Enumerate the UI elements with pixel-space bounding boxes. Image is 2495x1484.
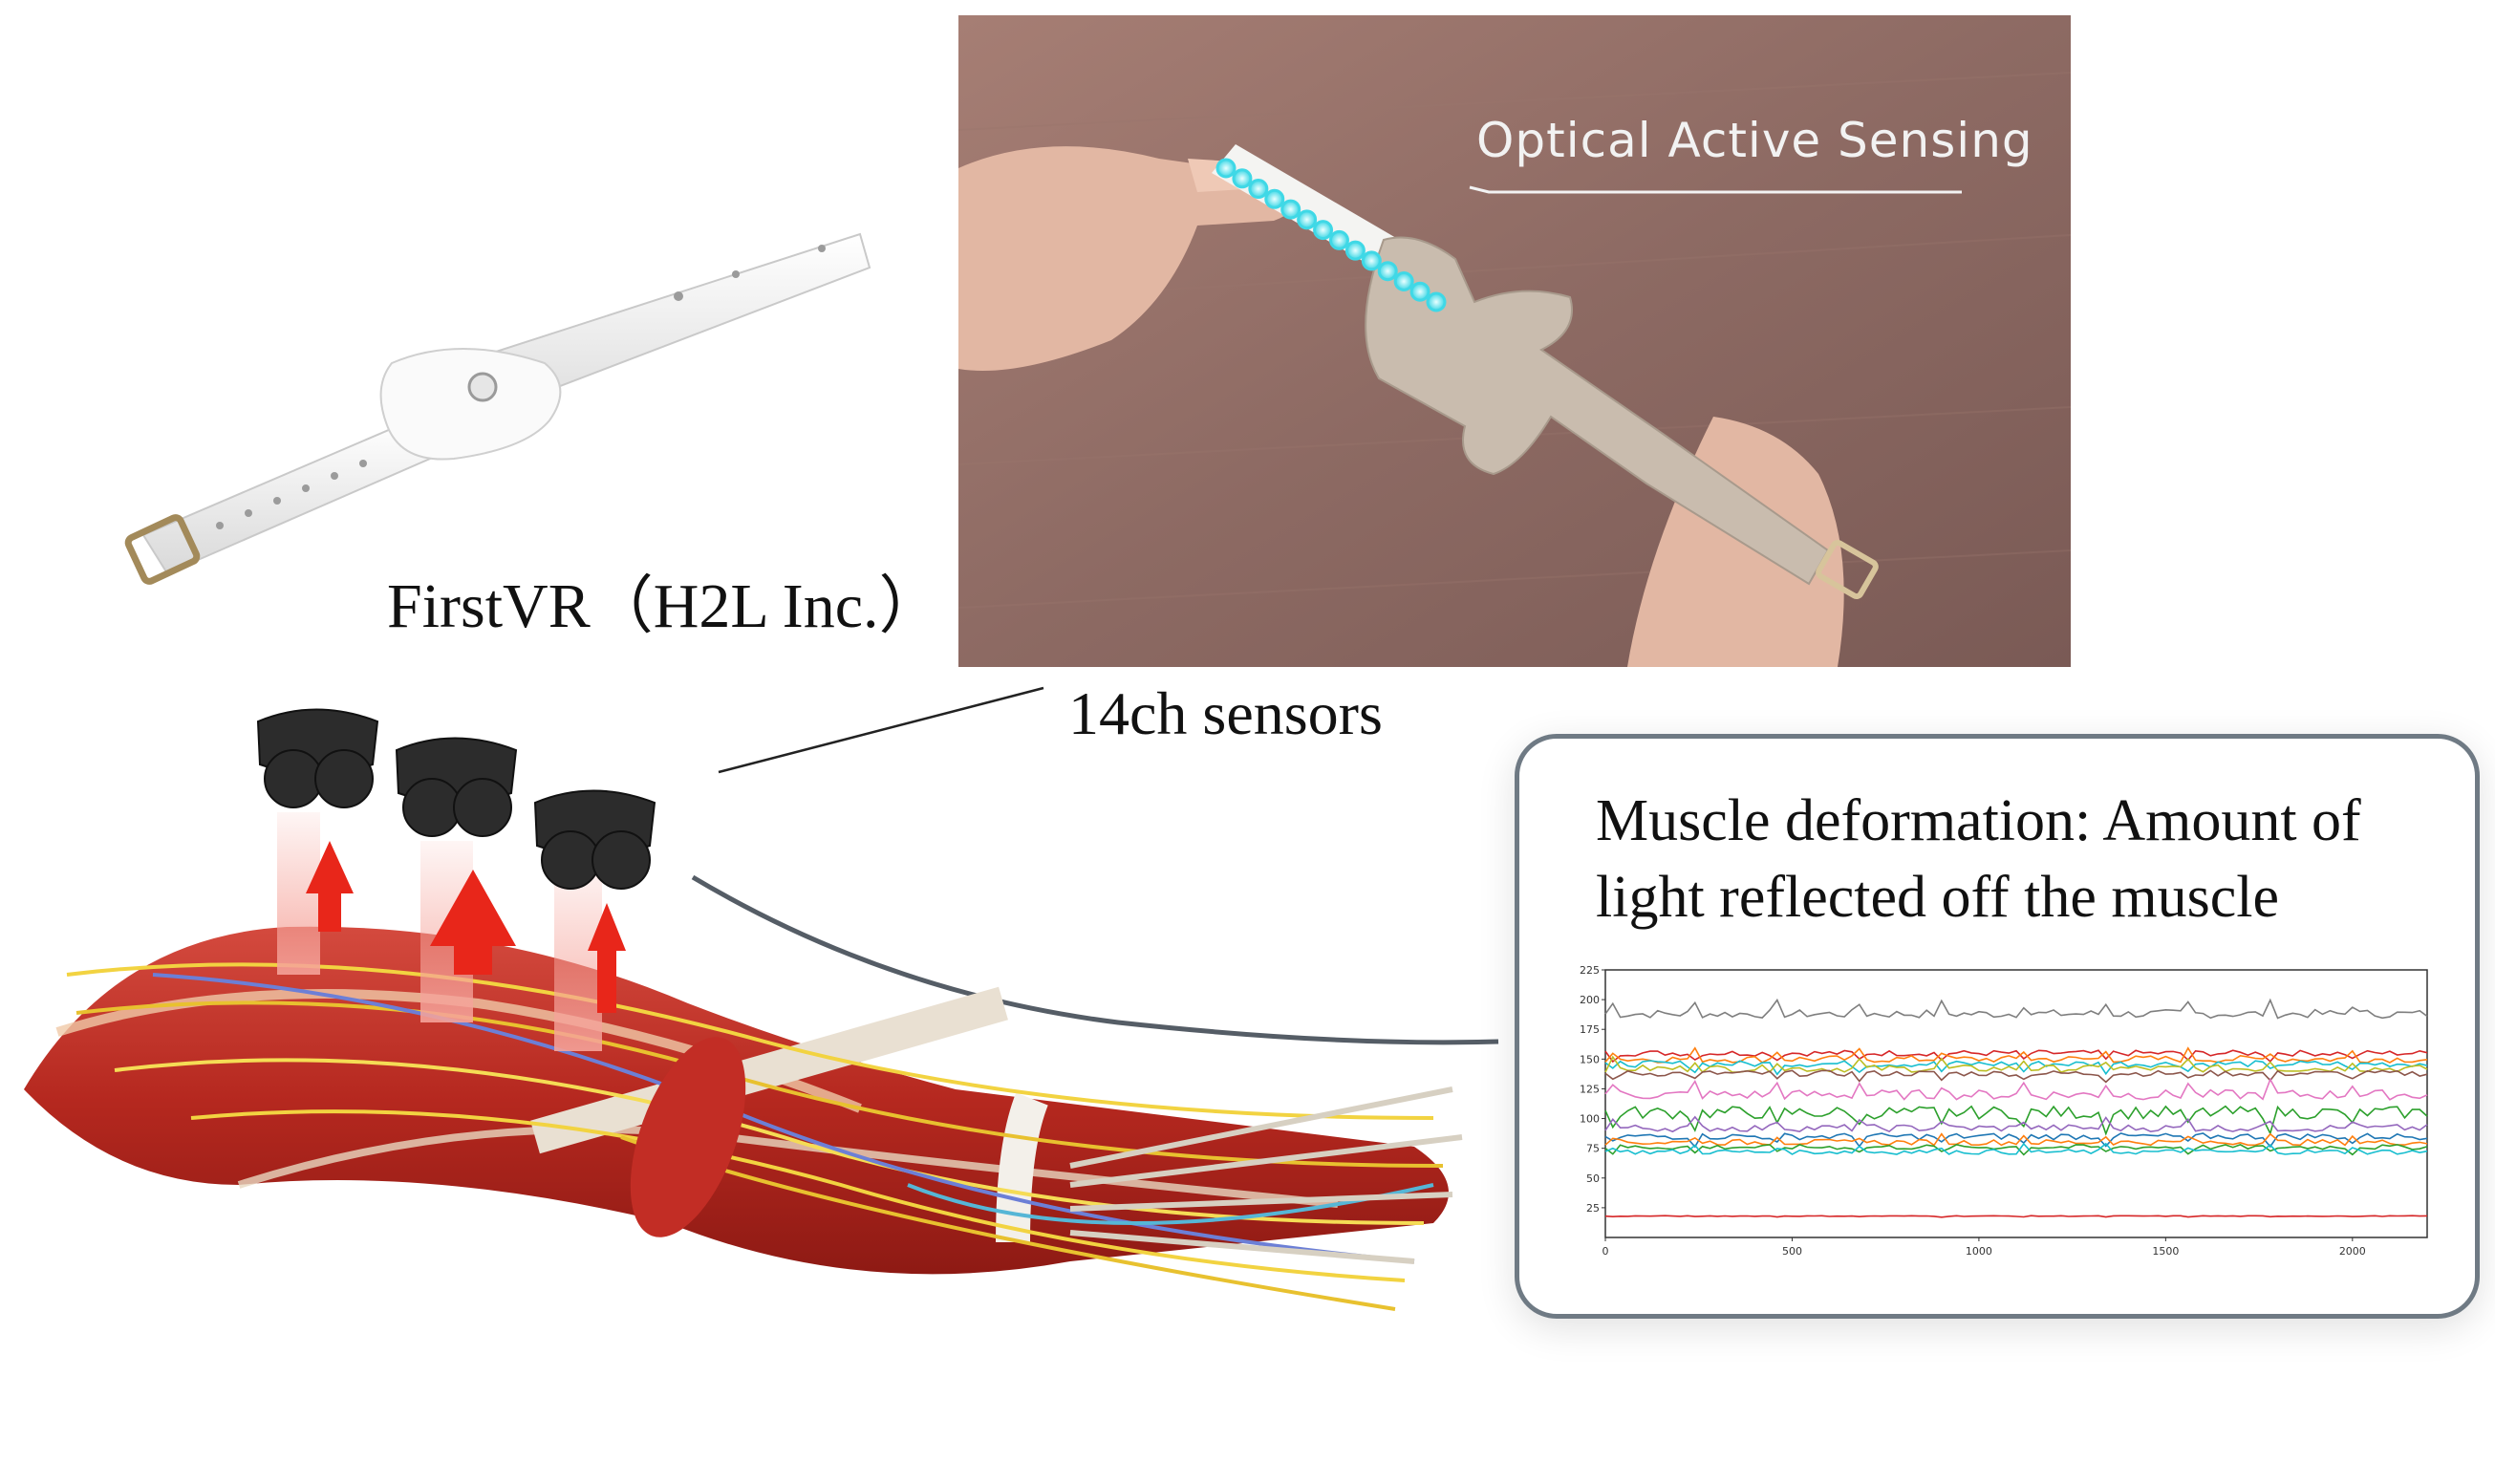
series-line bbox=[1604, 1077, 2428, 1101]
series-line bbox=[1604, 998, 2428, 1020]
y-tick-label: 75 bbox=[1586, 1143, 1600, 1155]
x-tick-label: 1000 bbox=[1966, 1245, 1992, 1258]
led-sensor bbox=[1280, 199, 1301, 220]
led-sensor bbox=[1264, 188, 1285, 209]
sensor-count-label: 14ch sensors bbox=[1068, 679, 1383, 747]
led-sensor bbox=[1313, 220, 1334, 241]
led-sensor bbox=[1328, 229, 1349, 250]
x-tick-label: 500 bbox=[1782, 1245, 1802, 1258]
y-tick-label: 225 bbox=[1580, 964, 1600, 977]
y-tick-label: 50 bbox=[1586, 1172, 1600, 1185]
photo-caption: Optical Active Sensing bbox=[1476, 113, 2033, 168]
firstvr-wristband-image bbox=[124, 232, 871, 585]
series-line bbox=[1604, 1105, 2428, 1136]
led-sensor bbox=[1409, 281, 1430, 302]
led-sensor bbox=[1426, 291, 1447, 312]
led-sensor bbox=[1361, 250, 1382, 271]
led-sensor-row bbox=[1215, 158, 1447, 312]
series-lines bbox=[1604, 998, 2428, 1218]
hands-holding-band-photo bbox=[958, 15, 2071, 667]
led-sensor bbox=[1215, 158, 1237, 179]
y-tick-label: 25 bbox=[1586, 1202, 1600, 1215]
series-line bbox=[1604, 1060, 2428, 1076]
muscle-deformation-callout: Muscle deformation: Amount of light refl… bbox=[1515, 734, 2480, 1319]
led-sensor bbox=[1344, 240, 1366, 261]
led-sensor bbox=[1297, 209, 1318, 230]
series-line bbox=[1604, 1115, 2428, 1133]
series-line bbox=[1604, 1132, 2428, 1149]
y-tick-label: 100 bbox=[1580, 1113, 1600, 1126]
led-sensor bbox=[1232, 168, 1253, 189]
series-line bbox=[1604, 1132, 2428, 1147]
plot-frame bbox=[1604, 969, 2428, 1238]
reflected-light-line-chart: 25 50 75 100 125 150 175 200 225 0 500 1000 1500 200… bbox=[1580, 964, 2428, 1258]
x-tick-label: 1500 bbox=[2152, 1245, 2179, 1258]
led-sensor bbox=[1248, 179, 1269, 200]
product-label: FirstVR（H2L Inc.） bbox=[387, 571, 942, 641]
series-line bbox=[1604, 1144, 2428, 1156]
x-tick-label: 0 bbox=[1602, 1245, 1609, 1258]
x-tick-labels: 0 500 1000 1500 2000 bbox=[1602, 1237, 2366, 1258]
y-tick-label: 125 bbox=[1580, 1083, 1600, 1095]
series-line bbox=[1604, 1049, 2428, 1064]
led-sensor bbox=[1377, 261, 1398, 282]
y-tick-label: 150 bbox=[1580, 1053, 1600, 1065]
forearm-anatomy-illustration bbox=[24, 708, 1463, 1311]
led-sensor bbox=[1393, 270, 1414, 291]
series-line bbox=[1604, 1215, 2428, 1218]
y-tick-label: 175 bbox=[1580, 1023, 1600, 1036]
x-tick-label: 2000 bbox=[2339, 1245, 2366, 1258]
y-tick-label: 200 bbox=[1580, 994, 1600, 1006]
y-tick-labels: 25 50 75 100 125 150 175 200 225 bbox=[1580, 964, 1605, 1215]
series-line bbox=[1604, 1046, 2428, 1064]
series-line bbox=[1604, 1142, 2428, 1155]
series-line bbox=[1604, 1069, 2428, 1084]
callout-title: Muscle deformation: Amount of light refl… bbox=[1596, 788, 2361, 930]
